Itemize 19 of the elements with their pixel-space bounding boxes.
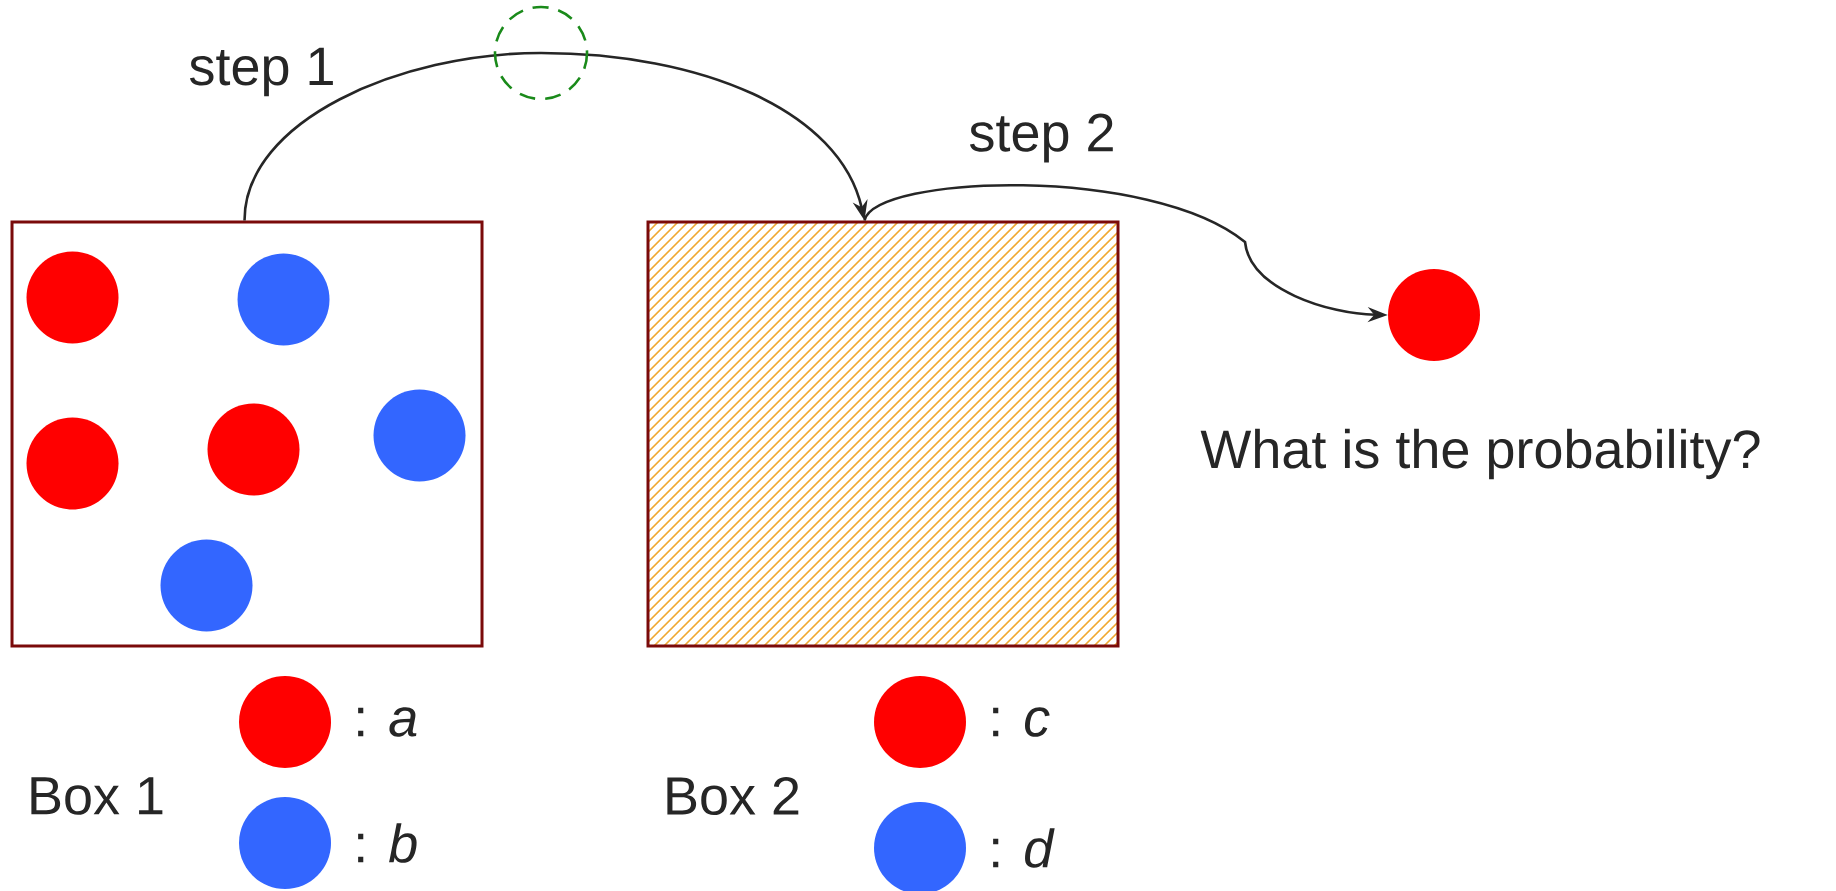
circle	[160, 539, 253, 632]
legend-label: : c	[993, 707, 1050, 737]
legend-label: : b	[358, 823, 417, 863]
circle	[237, 253, 330, 346]
arrow	[243, 5, 868, 221]
text-label: What is the probability?	[1200, 428, 1760, 480]
circle	[373, 389, 466, 482]
edge-label: step 2	[966, 111, 1118, 165]
text-label: Box 1	[31, 777, 163, 815]
hatched-box	[646, 220, 1120, 648]
box	[10, 220, 484, 648]
legend-label: : a	[358, 707, 417, 737]
circle	[26, 417, 119, 510]
circle	[26, 251, 119, 344]
text-label: Box 2	[667, 776, 799, 816]
legend-label: : d	[993, 828, 1055, 868]
circle	[1388, 269, 1480, 361]
circle	[207, 403, 300, 496]
edge-label: step 1	[186, 45, 338, 99]
